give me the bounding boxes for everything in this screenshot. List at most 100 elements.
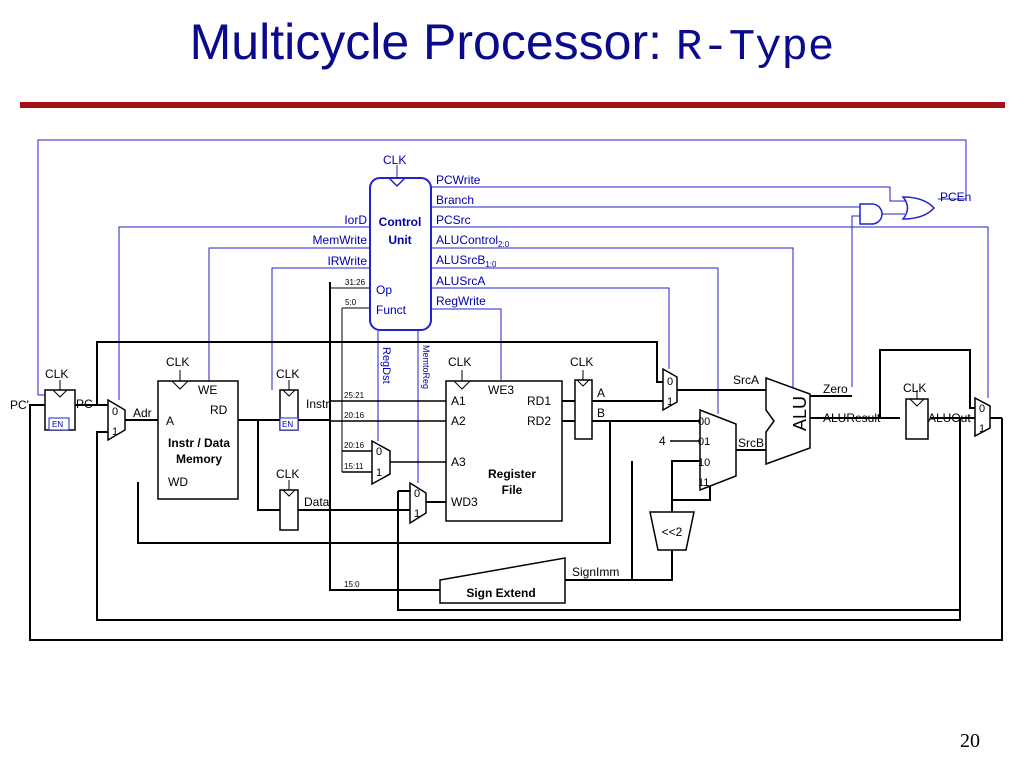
pc-label: PC <box>76 397 93 411</box>
aluout-label: ALUOut <box>928 411 971 425</box>
pc-register: EN CLK PC' PC <box>10 367 93 431</box>
memory-a: A <box>166 414 174 428</box>
regfile-title-2: File <box>502 483 523 497</box>
regfile-a2: A2 <box>451 414 466 428</box>
adr-mux: 0 1 Adr <box>107 398 152 442</box>
control-funct: Funct <box>376 303 407 317</box>
srcb-in01: 01 <box>698 436 710 448</box>
register-file: CLK WE3 A1 A2 A3 WD3 RD1 RD2 Register Fi… <box>445 355 563 522</box>
pcmux-in1: 1 <box>979 423 985 435</box>
srcb-in10: 10 <box>698 457 710 469</box>
sig-alucontrol-sub: 2:0 <box>498 240 510 249</box>
regfile-rd1: RD1 <box>527 394 551 408</box>
zero-label: Zero <box>823 382 848 396</box>
shift-left-2: <<2 <box>649 511 695 551</box>
shifter-label: <<2 <box>662 525 683 539</box>
memory-clk: CLK <box>166 355 189 369</box>
instr-data-memory: CLK WE A RD Instr / Data Memory WD <box>157 355 239 500</box>
sign-extend: Sign Extend SignImm <box>439 557 619 604</box>
alu: ALU Zero ALUResult <box>765 376 881 466</box>
instr-clk: CLK <box>276 367 299 381</box>
pc-mux: 0 1 <box>974 396 991 438</box>
control-unit: CLK Control Unit Op Funct 31:26 5:0 PCWr… <box>313 153 510 389</box>
control-unit-label-1: Control <box>379 215 422 229</box>
memtoreg-in1: 1 <box>414 508 420 520</box>
bits-rt: 20:16 <box>344 411 365 420</box>
srcb-label: SrcB <box>738 436 764 450</box>
title-rule <box>20 102 1005 108</box>
reg-a-label: A <box>597 386 605 400</box>
sig-iord: IorD <box>344 213 367 227</box>
srcb-in11: 11 <box>698 477 709 489</box>
sig-alusrcb-name: ALUSrcB <box>436 253 485 267</box>
memory-rd: RD <box>210 403 228 417</box>
page-number: 20 <box>960 730 980 752</box>
op-bits: 31:26 <box>345 278 366 287</box>
slide-title-text: Multicycle Processor: <box>189 14 676 70</box>
slide-title: Multicycle Processor: R-Type <box>0 12 1024 78</box>
aluout-clk: CLK <box>903 381 926 395</box>
const-four: 4 <box>659 434 666 448</box>
srca-label: SrcA <box>733 373 759 387</box>
srca-mux: 0 1 SrcA <box>662 367 759 412</box>
adr-mux-in0: 0 <box>112 406 118 418</box>
sig-pcsrc: PCSrc <box>436 213 471 227</box>
sig-alusrca: ALUSrcA <box>436 274 485 288</box>
srca-in0: 0 <box>667 376 673 388</box>
regfile-we3: WE3 <box>488 383 514 397</box>
regdst-in1: 1 <box>376 467 382 479</box>
srcb-mux: 00 01 10 11 4 SrcB <box>659 408 764 492</box>
memtoreg-mux: 0 1 <box>409 481 427 525</box>
control-unit-label-2: Unit <box>388 233 411 247</box>
regfile-a3: A3 <box>451 455 466 469</box>
and-gate <box>859 203 883 225</box>
instr-label: Instr <box>306 397 329 411</box>
control-unit-clk: CLK <box>383 153 406 167</box>
sig-regdst: RegDst <box>380 347 392 384</box>
pc-en: EN <box>52 420 63 429</box>
sign-extend-label: Sign Extend <box>466 586 535 600</box>
control-wires <box>37 139 989 483</box>
sig-pcwrite: PCWrite <box>436 173 481 187</box>
alu-label: ALU <box>790 396 810 431</box>
memory-we: WE <box>198 383 217 397</box>
ab-clk: CLK <box>570 355 593 369</box>
signimm-label: SignImm <box>572 565 619 579</box>
datapath-wires <box>29 282 1003 641</box>
regdst-mux: 0 1 <box>371 439 391 486</box>
aluout-register: CLK ALUOut <box>903 381 971 440</box>
ab-register: CLK A B <box>570 355 605 440</box>
slide-title-code: R-Type <box>675 23 835 73</box>
data-clk: CLK <box>276 467 299 481</box>
regfile-clk: CLK <box>448 355 471 369</box>
regfile-wd3: WD3 <box>451 495 478 509</box>
sig-regwrite: RegWrite <box>436 294 486 308</box>
aluresult-label: ALUResult <box>823 411 881 425</box>
pcen-logic: PCEn <box>859 190 971 225</box>
sig-memwrite: MemWrite <box>313 233 368 247</box>
sig-branch: Branch <box>436 193 474 207</box>
bitfield-labels: 25:21 20:16 20:16 15:11 15:0 <box>344 391 365 589</box>
data-register: CLK Data <box>276 467 330 531</box>
memory-wd: WD <box>168 475 188 489</box>
sig-irwrite: IRWrite <box>327 254 367 268</box>
bits-imm: 15:0 <box>344 580 360 589</box>
regdst-in0: 0 <box>376 446 382 458</box>
control-op: Op <box>376 283 392 297</box>
bits-rt2: 20:16 <box>344 441 365 450</box>
memory-title-1: Instr / Data <box>168 436 230 450</box>
sig-alusrcb-sub: 1:0 <box>485 260 497 269</box>
sig-alucontrol: ALUControl2:0 <box>436 233 510 249</box>
memory-title-2: Memory <box>176 452 222 466</box>
sig-pcen: PCEn <box>940 190 971 204</box>
sig-alusrcb: ALUSrcB1:0 <box>436 253 497 269</box>
data-label: Data <box>304 495 330 509</box>
reg-b-label: B <box>597 406 605 420</box>
pc-clk: CLK <box>45 367 68 381</box>
bits-rd: 15:11 <box>344 462 364 471</box>
srca-in1: 1 <box>667 396 673 408</box>
bits-rs: 25:21 <box>344 391 365 400</box>
or-gate <box>901 196 936 220</box>
instr-en: EN <box>282 420 293 429</box>
